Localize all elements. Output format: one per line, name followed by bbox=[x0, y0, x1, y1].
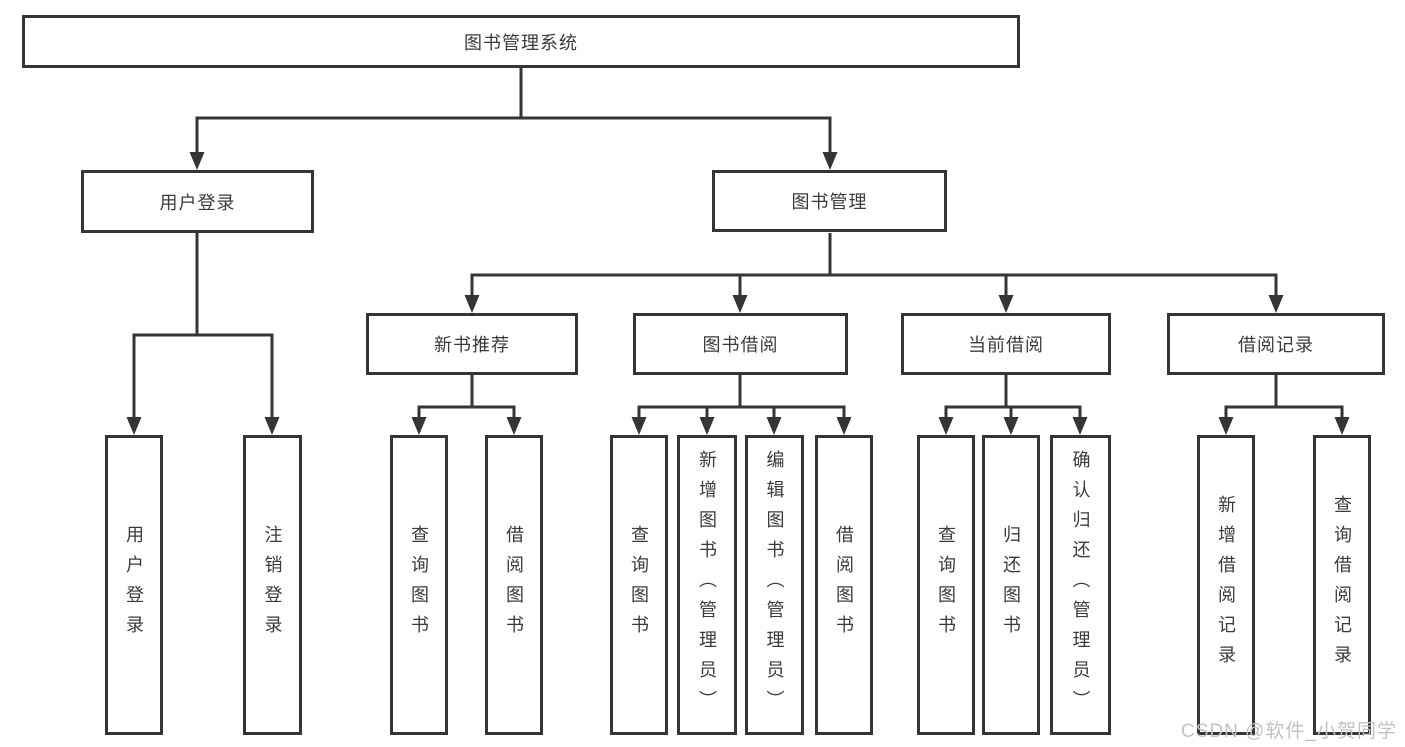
node-label: 借阅图书 bbox=[504, 525, 524, 645]
node-label: 查询图书 bbox=[936, 525, 956, 645]
arrow-down-icon bbox=[631, 417, 647, 435]
node-borrowing-records: 借阅记录 bbox=[1167, 313, 1385, 375]
arrow-down-icon bbox=[126, 417, 142, 435]
node-label: 编辑图书（管理员） bbox=[764, 450, 785, 720]
node-label: 用户登录 bbox=[124, 525, 144, 645]
node-label: 查询图书 bbox=[629, 525, 649, 645]
leaf-confirm-return-admin: 确认归还（管理员） bbox=[1050, 435, 1111, 735]
node-label: 新书推荐 bbox=[434, 335, 510, 355]
arrow-down-icon bbox=[766, 417, 782, 435]
leaf-query-borrow-record: 查询借阅记录 bbox=[1313, 435, 1371, 735]
arrow-down-icon bbox=[836, 417, 852, 435]
node-label: 新增图书（管理员） bbox=[697, 450, 717, 720]
arrow-down-icon bbox=[1334, 417, 1350, 435]
arrow-down-icon bbox=[998, 295, 1014, 313]
arrow-down-icon bbox=[464, 295, 480, 313]
arrow-down-icon bbox=[1072, 417, 1088, 435]
node-label: 确认归还（管理员） bbox=[1070, 450, 1091, 720]
leaf-edit-book-admin: 编辑图书（管理员） bbox=[745, 435, 804, 735]
node-user-login: 用户登录 bbox=[81, 170, 314, 233]
edge-borrowing-leaves bbox=[637, 375, 846, 419]
arrow-down-icon bbox=[189, 152, 205, 170]
leaf-borrowing-borrow-books: 借阅图书 bbox=[815, 435, 873, 735]
arrow-down-icon bbox=[1218, 417, 1234, 435]
arrow-down-icon bbox=[506, 417, 522, 435]
node-label: 新增借阅记录 bbox=[1216, 495, 1236, 675]
leaf-user-login: 用户登录 bbox=[105, 435, 163, 735]
edge-current-leaves bbox=[944, 375, 1082, 419]
arrow-down-icon bbox=[264, 417, 280, 435]
node-root-system: 图书管理系统 bbox=[22, 15, 1020, 68]
leaf-logout: 注销登录 bbox=[243, 435, 302, 735]
leaf-current-query-books: 查询图书 bbox=[917, 435, 975, 735]
node-label: 查询借阅记录 bbox=[1332, 495, 1352, 675]
leaf-borrowing-query-books: 查询图书 bbox=[610, 435, 668, 735]
arrow-down-icon bbox=[411, 417, 427, 435]
node-label: 借阅记录 bbox=[1238, 335, 1314, 355]
node-label: 归还图书 bbox=[1001, 525, 1021, 645]
leaf-newrec-borrow-books: 借阅图书 bbox=[485, 435, 543, 735]
node-book-management: 图书管理 bbox=[712, 170, 947, 232]
arrow-down-icon bbox=[938, 417, 954, 435]
arrow-down-icon bbox=[1268, 295, 1284, 313]
leaf-add-borrow-record: 新增借阅记录 bbox=[1197, 435, 1255, 735]
node-book-borrowing: 图书借阅 bbox=[633, 313, 848, 375]
arrow-down-icon bbox=[699, 417, 715, 435]
csdn-watermark: CSDN @软件_小贺同学 bbox=[1181, 721, 1397, 742]
node-label: 图书管理 bbox=[791, 192, 868, 212]
edge-records-leaves bbox=[1224, 375, 1344, 419]
arrowheads bbox=[126, 152, 1350, 435]
node-label: 借阅图书 bbox=[834, 525, 854, 645]
leaf-add-book-admin: 新增图书（管理员） bbox=[677, 435, 737, 735]
node-current-borrowing: 当前借阅 bbox=[901, 313, 1111, 375]
leaf-newrec-query-books: 查询图书 bbox=[390, 435, 448, 735]
edge-newrec-leaves bbox=[417, 375, 516, 419]
node-label: 注销登录 bbox=[262, 525, 283, 645]
edge-userlogin-leaves bbox=[132, 233, 274, 419]
node-label: 图书借阅 bbox=[702, 335, 779, 355]
node-label: 查询图书 bbox=[409, 525, 429, 645]
arrow-down-icon bbox=[822, 152, 838, 170]
arrow-down-icon bbox=[1003, 417, 1019, 435]
node-label: 当前借阅 bbox=[968, 335, 1044, 355]
edge-root-branches bbox=[195, 68, 832, 154]
arrow-down-icon bbox=[732, 295, 748, 313]
leaf-return-book: 归还图书 bbox=[982, 435, 1040, 735]
edge-bookmgmt-modules bbox=[470, 233, 1278, 297]
node-new-book-recommendation: 新书推荐 bbox=[366, 313, 578, 375]
node-label: 用户登录 bbox=[159, 192, 236, 213]
node-label: 图书管理系统 bbox=[464, 32, 578, 53]
